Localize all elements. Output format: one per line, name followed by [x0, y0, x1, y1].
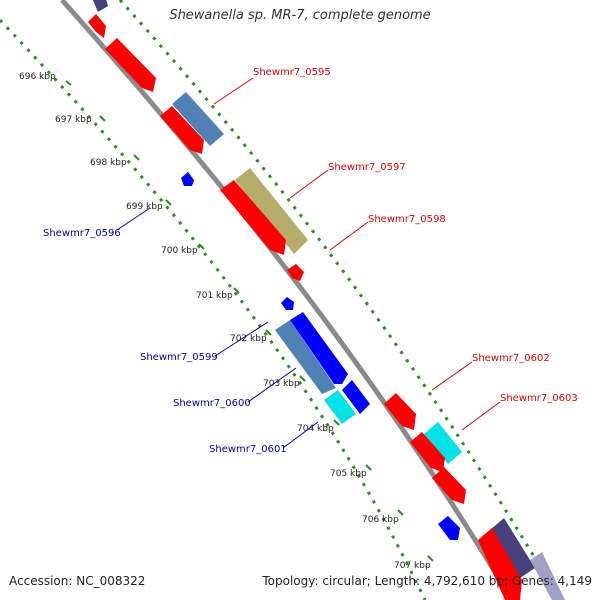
- gene-feature-olive[interactable]: [235, 168, 308, 254]
- gene-feature-red[interactable]: [287, 264, 304, 281]
- tick-label: 697 kbp: [55, 115, 92, 125]
- gene-feature-indigo[interactable]: [92, 0, 108, 12]
- tick-label: 702 kbp: [230, 334, 267, 344]
- tick-label: 701 kbp: [196, 291, 233, 301]
- gene-feature-blue[interactable]: [290, 312, 348, 384]
- gene-feature-blue[interactable]: [181, 172, 194, 186]
- gene-label-shewmr7-0603[interactable]: Shewmr7_0603: [500, 393, 578, 404]
- gene-feature-blue[interactable]: [281, 297, 294, 310]
- gene-label-shewmr7-0597[interactable]: Shewmr7_0597: [328, 162, 406, 173]
- gene-label-shewmr7-0599[interactable]: Shewmr7_0599: [140, 352, 218, 363]
- gene-feature-red[interactable]: [160, 106, 204, 154]
- gene-label-shewmr7-0596[interactable]: Shewmr7_0596: [43, 228, 121, 239]
- gene-label-shewmr7-0595[interactable]: Shewmr7_0595: [253, 67, 331, 78]
- tick-label: 703 kbp: [263, 379, 300, 389]
- outer-ring-line: [118, 0, 562, 600]
- gene-feature-cyan[interactable]: [424, 422, 462, 464]
- gene-feature-red[interactable]: [410, 432, 445, 472]
- gene-feature-steelblue[interactable]: [172, 92, 224, 146]
- scale-ticks: [65, 80, 434, 562]
- tick-label: 699 kbp: [126, 202, 163, 212]
- gene-feature-red[interactable]: [478, 528, 522, 600]
- genome-title: Shewanella sp. MR-7, complete genome: [169, 8, 431, 23]
- label-connectors: [116, 77, 501, 449]
- tick-label: 700 kbp: [161, 246, 198, 256]
- gene-feature-steelblue[interactable]: [275, 320, 336, 394]
- gene-feature-red[interactable]: [432, 467, 466, 504]
- tick-label: 698 kbp: [90, 158, 127, 168]
- topology-text: Topology: circular; Length: 4,792,610 bp…: [262, 574, 592, 588]
- tick-label: 706 kbp: [362, 515, 399, 525]
- gene-feature-lavender[interactable]: [530, 552, 565, 600]
- genome-backbone: [60, 0, 515, 600]
- forward-strand-genes: [88, 0, 565, 600]
- gene-feature-cyan[interactable]: [324, 390, 356, 424]
- gene-feature-red[interactable]: [88, 14, 106, 38]
- gene-feature-red[interactable]: [105, 38, 156, 92]
- reverse-strand-genes: [181, 172, 460, 540]
- gene-label-shewmr7-0601[interactable]: Shewmr7_0601: [209, 444, 287, 455]
- gene-label-shewmr7-0600[interactable]: Shewmr7_0600: [173, 398, 251, 409]
- tick-label: 704 kbp: [297, 424, 334, 434]
- gene-feature-blue[interactable]: [342, 380, 370, 414]
- gene-label-shewmr7-0602[interactable]: Shewmr7_0602: [472, 353, 550, 364]
- tick-label: 696 kbp: [19, 72, 56, 82]
- tick-label: 705 kbp: [330, 469, 367, 479]
- accession-text: Accession: NC_008322: [9, 574, 146, 588]
- gene-feature-red[interactable]: [220, 180, 286, 255]
- gene-label-shewmr7-0598[interactable]: Shewmr7_0598: [368, 214, 446, 225]
- gene-feature-red[interactable]: [384, 393, 416, 430]
- tick-label: 707 kbp: [394, 561, 431, 571]
- gene-feature-indigo[interactable]: [490, 518, 535, 578]
- gene-feature-blue[interactable]: [438, 516, 460, 540]
